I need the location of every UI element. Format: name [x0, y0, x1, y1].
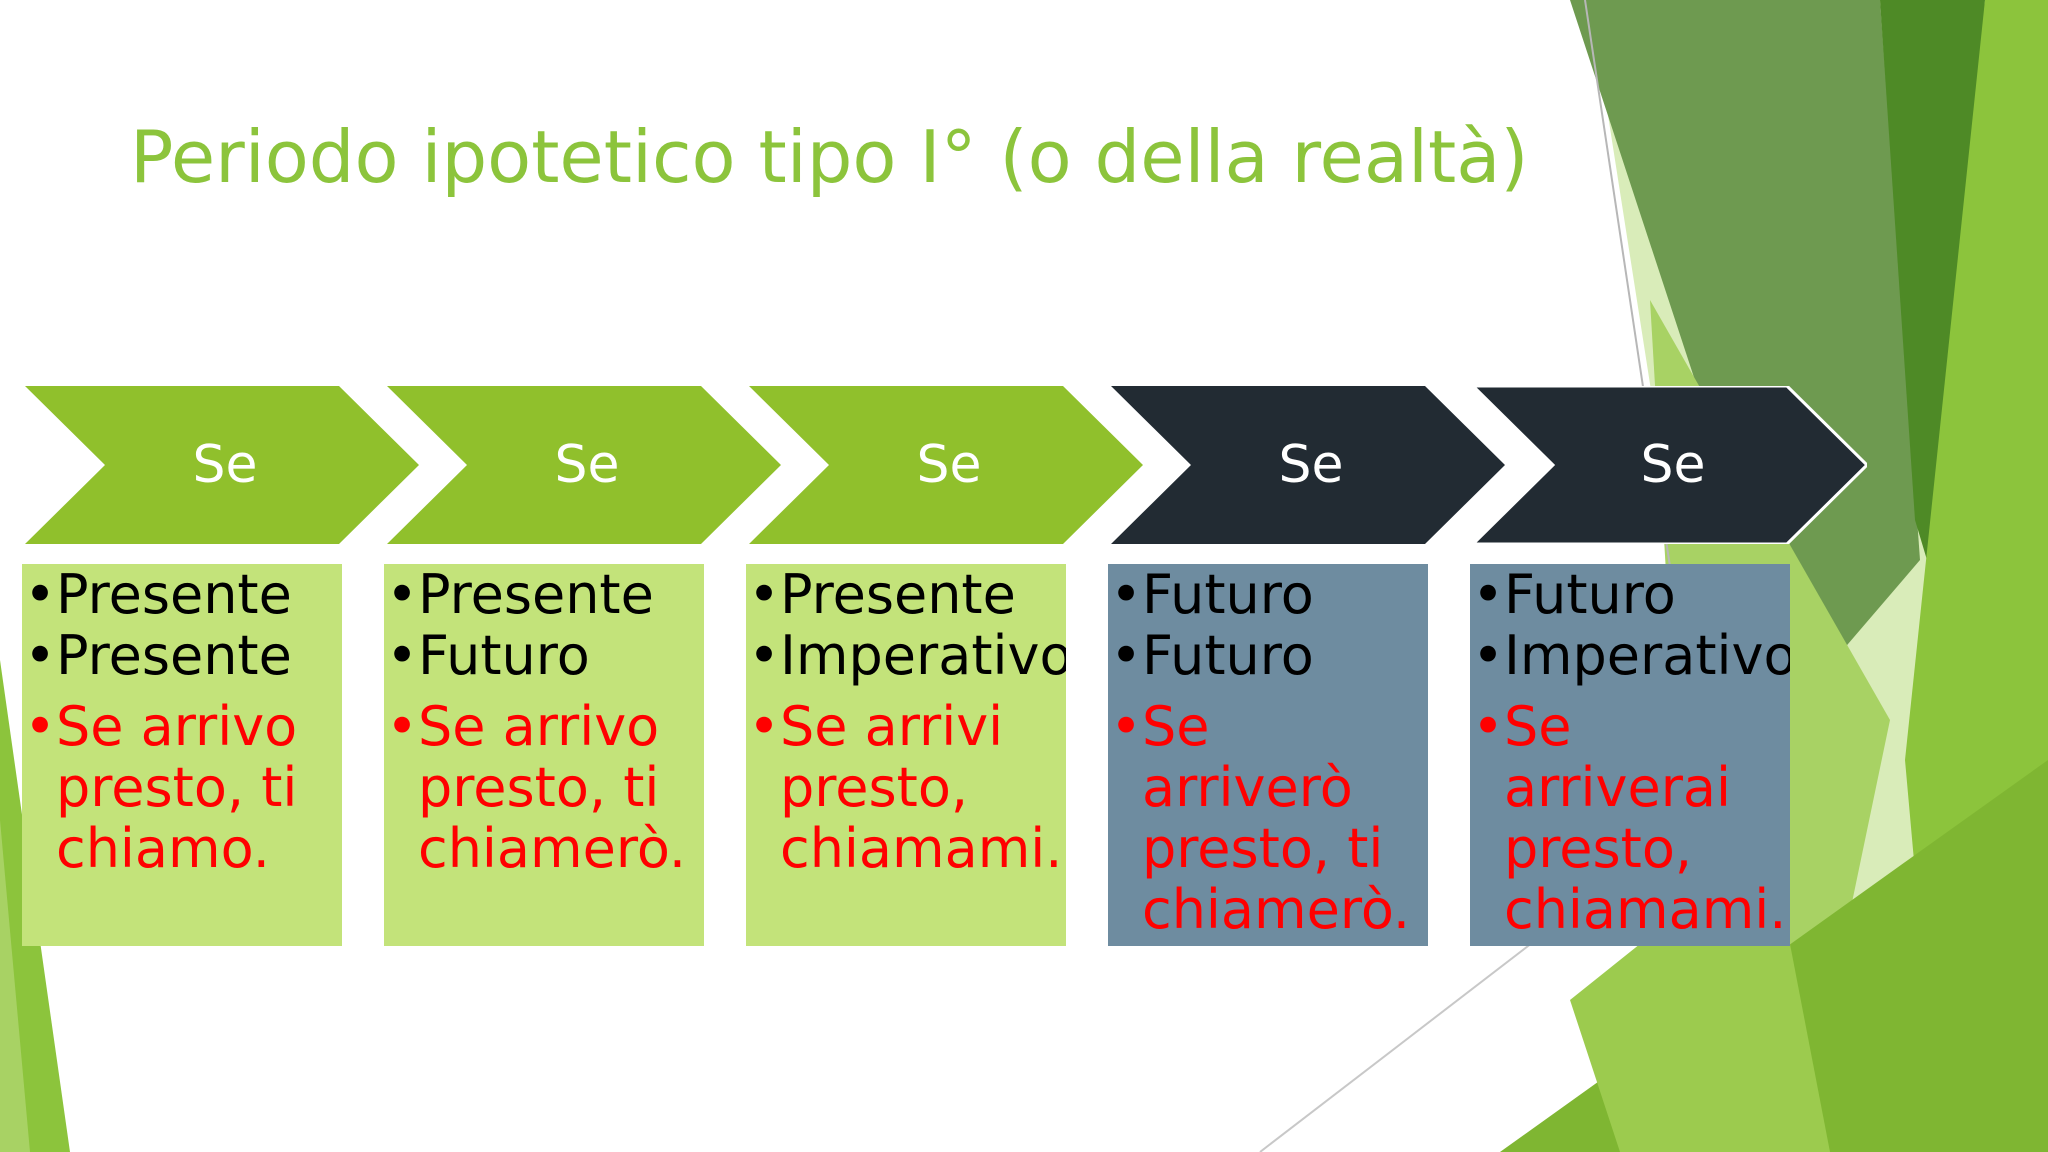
bg-facet-dark	[1570, 0, 1920, 700]
tense-label: Presente	[56, 564, 292, 626]
step-3-header: Se	[916, 435, 982, 495]
bullet-icon: •	[1472, 624, 1504, 687]
bg-left-facet-light	[0, 820, 30, 1152]
bullet-icon: •	[386, 624, 418, 687]
step-4-line-2: • Futuro	[1110, 625, 1428, 686]
step-1-line-1: • Presente	[24, 564, 342, 625]
bullet-icon: •	[386, 695, 418, 758]
step-4-line-1: • Futuro	[1110, 564, 1428, 625]
tense-label: Futuro	[1504, 564, 1676, 626]
bullet-icon: •	[1110, 564, 1142, 626]
bullet-icon: •	[1472, 695, 1504, 758]
chevron-arrow-icon	[25, 386, 419, 544]
step-3-chevron: Se	[749, 386, 1143, 544]
tense-label: Imperativo	[780, 624, 1066, 687]
example-sentence: Se arrivi presto, chiamami.	[780, 695, 1063, 880]
example-sentence: Se arrivo presto, ti chiamo.	[56, 695, 298, 880]
chevron-arrow-icon	[749, 386, 1143, 544]
example-sentence: Se arriverai presto, chiamami.	[1504, 695, 1787, 941]
step-1-line-2: • Presente	[24, 625, 342, 686]
step-3-line-1: • Presente	[748, 564, 1066, 625]
step-1-card: • Presente • Presente • Se arrivo presto…	[22, 564, 342, 946]
step-2-chevron: Se	[387, 386, 781, 544]
bullet-icon: •	[386, 564, 418, 626]
bullet-icon: •	[24, 624, 56, 687]
step-1-chevron: Se	[25, 386, 419, 544]
step-3-line-2: • Imperativo	[748, 625, 1066, 686]
step-2-line-1: • Presente	[386, 564, 704, 625]
step-4-chevron: Se	[1111, 386, 1505, 544]
step-4-header: Se	[1278, 435, 1344, 495]
step-2-line-2: • Futuro	[386, 625, 704, 686]
step-5-line-1: • Futuro	[1472, 564, 1790, 625]
tense-label: Presente	[780, 564, 1016, 626]
chevron-arrow-icon	[387, 386, 781, 544]
step-5-line-2: • Imperativo	[1472, 625, 1790, 686]
chevron-arrow-icon	[1473, 386, 1867, 544]
step-3-list: • Presente • Imperativo • Se arrivi pres…	[748, 564, 1066, 879]
bullet-icon: •	[24, 695, 56, 758]
tense-label: Presente	[56, 624, 292, 687]
bullet-icon: •	[1110, 624, 1142, 687]
step-5-chevron: Se	[1473, 386, 1867, 544]
step-1-header: Se	[192, 435, 258, 495]
tense-label: Presente	[418, 564, 654, 626]
step-5-list: • Futuro • Imperativo • Se arriverai pre…	[1472, 564, 1790, 940]
bullet-icon: •	[748, 624, 780, 687]
step-5-example: • Se arriverai presto, chiamami.	[1472, 696, 1790, 940]
tense-label: Futuro	[1142, 624, 1314, 687]
step-2-header: Se	[554, 435, 620, 495]
step-4-card: • Futuro • Futuro • Se arriverò presto, …	[1108, 564, 1428, 946]
step-4-list: • Futuro • Futuro • Se arriverò presto, …	[1110, 564, 1428, 940]
bg-facet-olive	[1880, 0, 1985, 620]
step-1-example: • Se arrivo presto, ti chiamo.	[24, 696, 342, 879]
tense-label: Imperativo	[1504, 624, 1790, 687]
step-5-header: Se	[1640, 435, 1706, 495]
tense-label: Futuro	[418, 624, 590, 687]
chevron-arrow-icon	[1111, 386, 1505, 544]
step-2-list: • Presente • Futuro • Se arrivo presto, …	[386, 564, 704, 879]
bullet-icon: •	[748, 564, 780, 626]
example-sentence: Se arrivo presto, ti chiamerò.	[418, 695, 687, 880]
bullet-icon: •	[1472, 564, 1504, 626]
bullet-icon: •	[748, 695, 780, 758]
example-sentence: Se arriverò presto, ti chiamerò.	[1142, 695, 1411, 941]
bullet-icon: •	[1110, 695, 1142, 758]
step-3-card: • Presente • Imperativo • Se arrivi pres…	[746, 564, 1066, 946]
step-2-card: • Presente • Futuro • Se arrivo presto, …	[384, 564, 704, 946]
step-5-card: • Futuro • Imperativo • Se arriverai pre…	[1470, 564, 1790, 946]
slide-title: Periodo ipotetico tipo I° (o della realt…	[130, 115, 1529, 199]
step-4-example: • Se arriverò presto, ti chiamerò.	[1110, 696, 1428, 940]
step-3-example: • Se arrivi presto, chiamami.	[748, 696, 1066, 879]
bullet-icon: •	[24, 564, 56, 626]
step-2-example: • Se arrivo presto, ti chiamerò.	[386, 696, 704, 879]
tense-label: Futuro	[1142, 564, 1314, 626]
step-1-list: • Presente • Presente • Se arrivo presto…	[24, 564, 342, 879]
